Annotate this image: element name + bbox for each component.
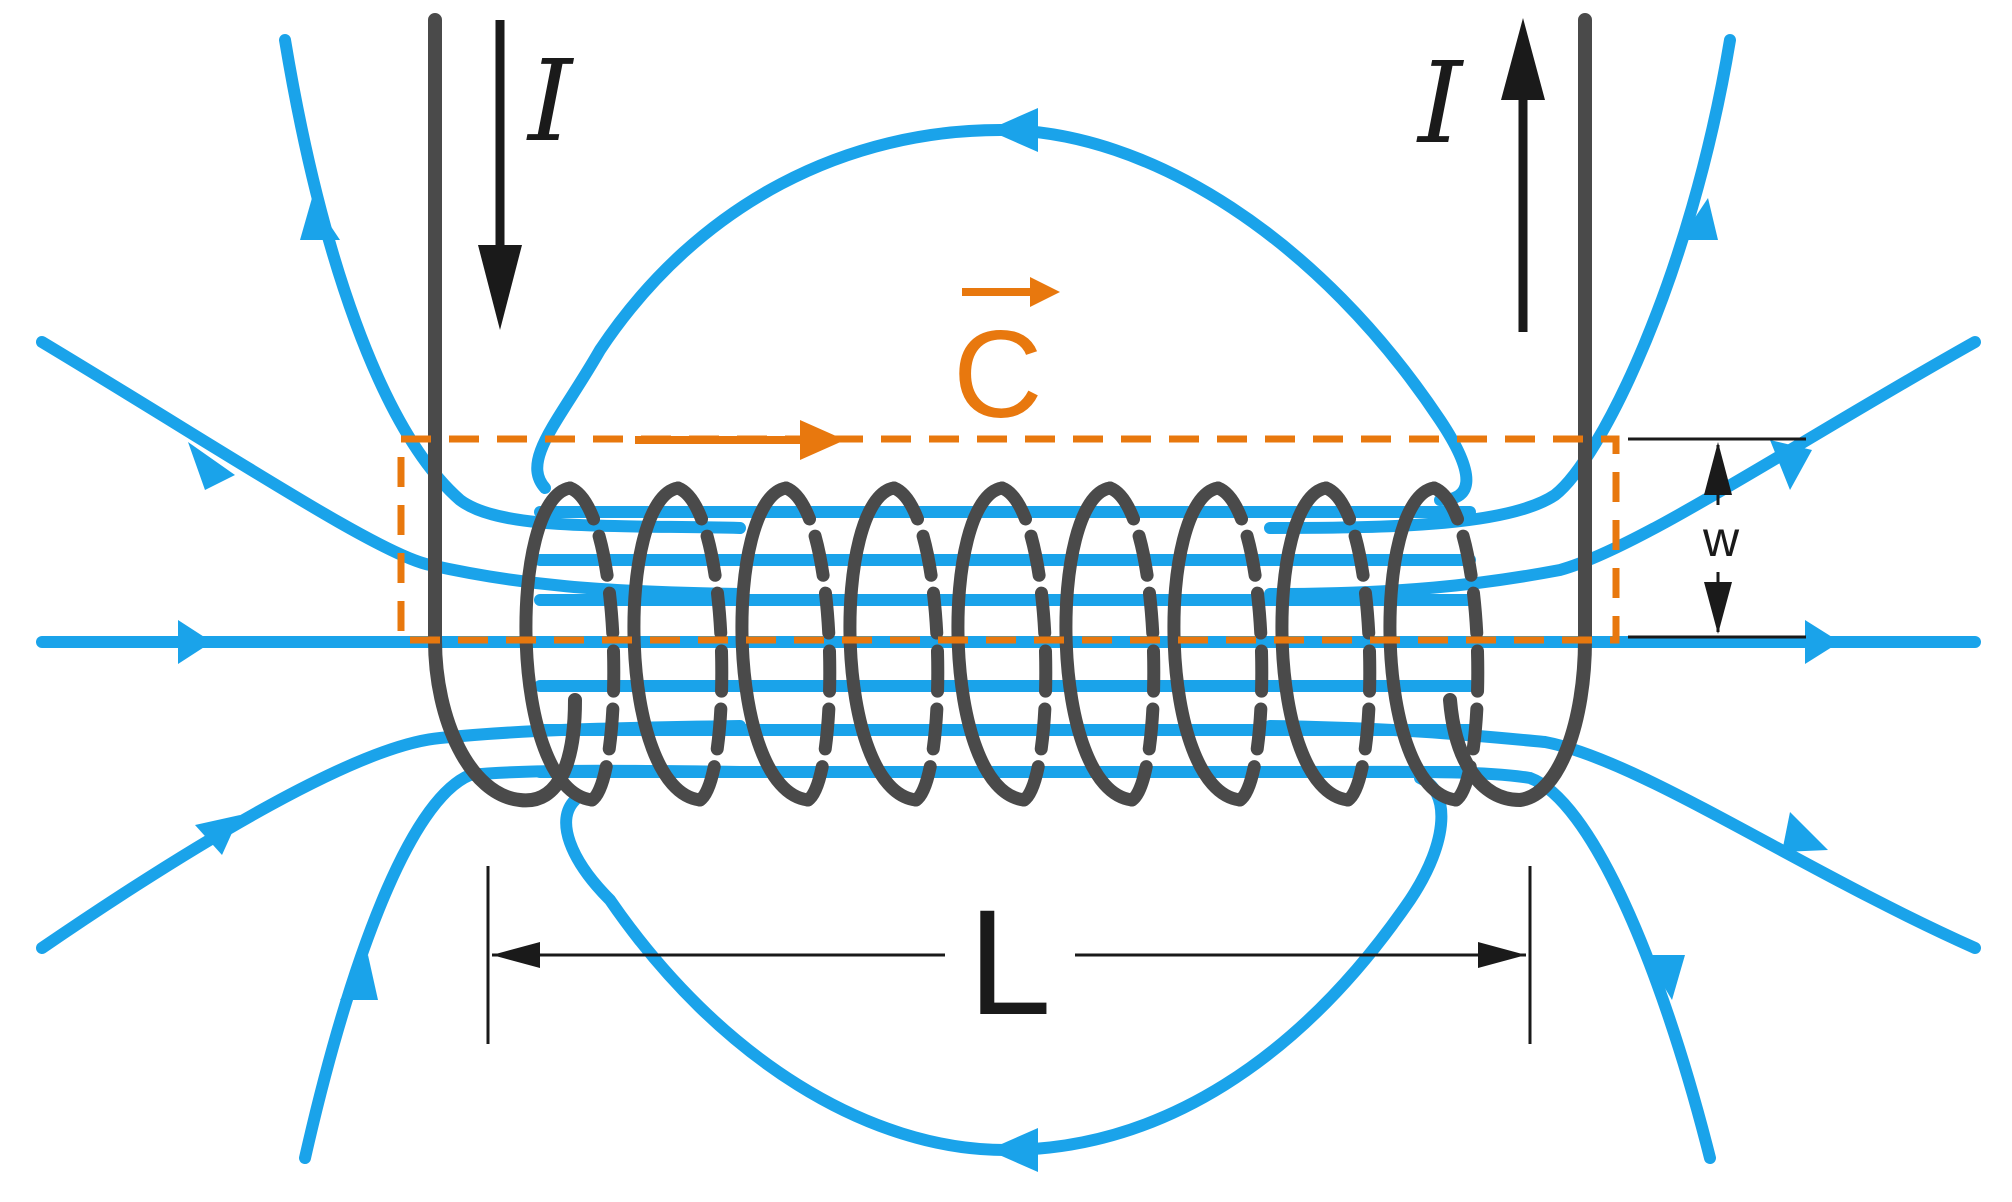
arrow-icon bbox=[1805, 620, 1840, 664]
coil-turn-back bbox=[1211, 481, 1269, 807]
arrow-icon bbox=[800, 420, 845, 460]
coil-turn-back bbox=[779, 481, 837, 807]
lead-wires bbox=[428, 13, 1592, 808]
arrow-icon bbox=[178, 620, 212, 664]
field-line-left-bottom bbox=[299, 764, 746, 1164]
field-line-left-top bbox=[279, 34, 746, 534]
field-line-right-lower bbox=[1264, 720, 1981, 954]
arrow-icon bbox=[1680, 198, 1718, 240]
arrow-icon bbox=[188, 442, 235, 490]
left-lead-wire bbox=[428, 13, 582, 808]
current-arrow-up bbox=[1501, 18, 1545, 332]
coil-turn bbox=[735, 481, 815, 807]
coil-turn bbox=[1059, 481, 1139, 807]
arrow-icon bbox=[195, 815, 240, 855]
field-line-right-top bbox=[1264, 34, 1736, 534]
arrow-icon bbox=[988, 1128, 1038, 1172]
arrow-down-icon bbox=[1704, 582, 1732, 634]
coil-turn bbox=[1275, 481, 1355, 807]
coil-turn bbox=[519, 481, 599, 807]
field-line-left-lower bbox=[36, 720, 746, 954]
length-dimension bbox=[486, 866, 1532, 1044]
solenoid-coils bbox=[519, 481, 1485, 807]
field-arrows bbox=[178, 108, 1840, 1172]
coil-turn-back bbox=[1427, 481, 1485, 807]
coil-turn bbox=[1383, 481, 1463, 807]
coil-turn bbox=[627, 481, 707, 807]
coil-turn-back bbox=[995, 481, 1053, 807]
coil-turn-back bbox=[1319, 481, 1377, 807]
right-lead-wire bbox=[1443, 13, 1592, 808]
length-label: L bbox=[968, 878, 1051, 1046]
arrow-left-icon bbox=[492, 942, 540, 968]
coil-turn bbox=[951, 481, 1031, 807]
coil-turn-back bbox=[671, 481, 729, 807]
vector-label: C bbox=[953, 277, 1060, 444]
arrow-right-icon bbox=[1478, 942, 1526, 968]
arrow-icon bbox=[988, 108, 1038, 152]
arrow-icon bbox=[1770, 440, 1812, 490]
width-label: w bbox=[1702, 511, 1740, 567]
arrow-icon bbox=[1782, 812, 1828, 852]
coil-turn-back bbox=[887, 481, 945, 807]
path-direction-arrow bbox=[635, 420, 845, 460]
vector-c-label: C bbox=[953, 306, 1043, 444]
arrow-up-icon bbox=[1501, 18, 1545, 100]
arrow-icon bbox=[340, 955, 378, 1000]
arrow-icon bbox=[300, 198, 340, 240]
field-line-right-bottom bbox=[1264, 765, 1716, 1164]
current-arrow-down bbox=[478, 20, 522, 330]
coil-turn bbox=[843, 481, 923, 807]
coil-turn bbox=[1167, 481, 1247, 807]
amperian-path bbox=[397, 435, 1620, 644]
arrow-up-icon bbox=[1704, 442, 1732, 495]
arrow-down-icon bbox=[478, 245, 522, 330]
arrow-icon bbox=[1030, 277, 1060, 307]
arrow-icon bbox=[1645, 955, 1685, 1000]
coil-turn-back bbox=[563, 481, 621, 807]
current-label-right: I bbox=[1416, 39, 1465, 169]
coil-turn-back bbox=[1103, 481, 1161, 807]
current-label-left: I bbox=[526, 37, 575, 167]
